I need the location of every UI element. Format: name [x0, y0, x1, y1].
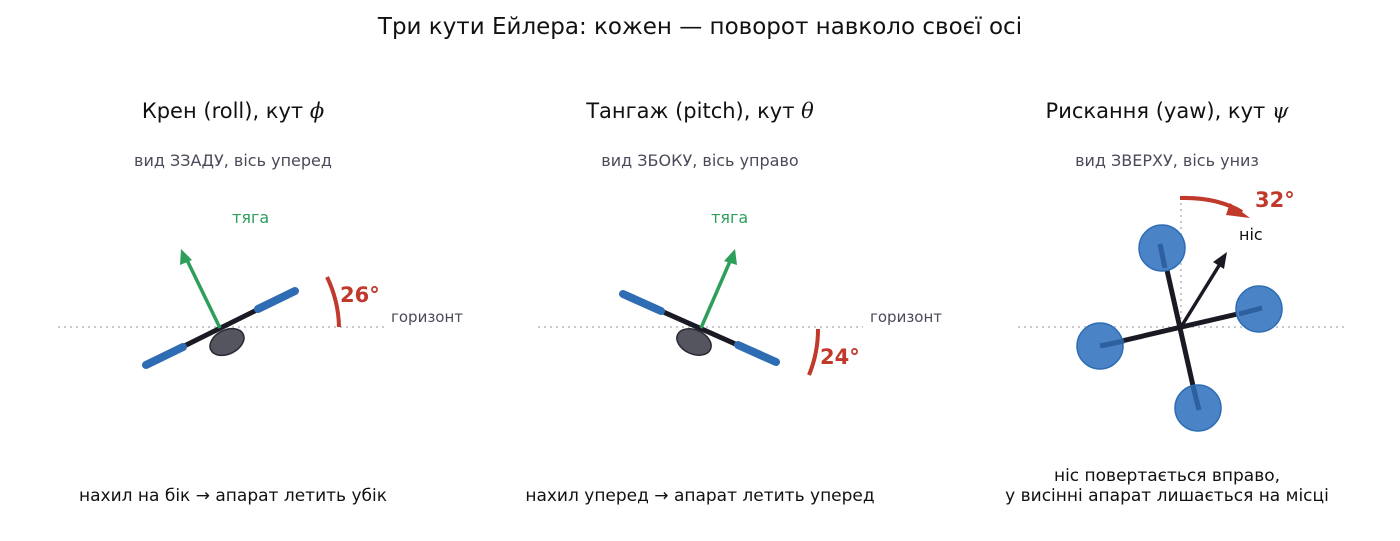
- roll-symbol: ϕ: [309, 99, 325, 123]
- roll-panel-title: Крен (roll), кут ϕ: [0, 99, 466, 123]
- yaw-panel: Рискання (yaw), кут ψ вид ЗВЕРХУ, вісь у…: [934, 0, 1400, 541]
- yaw-symbol: ψ: [1271, 99, 1289, 123]
- roll-caption: нахил на бік → апарат летить убік: [79, 486, 387, 506]
- yaw-scene: ніс 32°: [1018, 188, 1344, 432]
- roll-scene: горизонт тяга 26°: [58, 208, 463, 369]
- thrust-label: тяга: [232, 208, 269, 227]
- horizon-label: горизонт: [870, 308, 942, 326]
- drone-body: [209, 327, 245, 357]
- pitch-panel-subtitle: вид ЗБОКУ, вісь управо: [601, 151, 799, 170]
- yaw-title-text: Рискання (yaw), кут: [1045, 99, 1266, 123]
- thrust-label: тяга: [711, 208, 748, 227]
- yaw-caption-line-1: ніс повертається вправо,: [1053, 466, 1281, 486]
- pitch-angle-arc: [807, 328, 821, 376]
- pitch-symbol: θ: [801, 99, 814, 123]
- nose-arrowhead: [1213, 252, 1227, 269]
- roll-title-text: Крен (roll), кут: [141, 99, 304, 123]
- pitch-panel-title: Тангаж (pitch), кут θ: [467, 99, 933, 123]
- arm-stub: [1238, 305, 1263, 317]
- thrust-arrowhead: [180, 249, 192, 265]
- pitch-panel: Тангаж (pitch), кут θ вид ЗБОКУ, вісь уп…: [467, 0, 942, 541]
- drone-body: [676, 328, 712, 356]
- arm-stub: [1157, 243, 1168, 269]
- yaw-panel-title: Рискання (yaw), кут ψ: [934, 99, 1400, 123]
- figure-title: Три кути Ейлера: кожен — поворот навколо…: [377, 14, 1023, 40]
- yaw-caption: ніс повертається вправо, у висінні апара…: [934, 466, 1400, 506]
- nose-label: ніс: [1239, 225, 1263, 244]
- propeller-right: [254, 287, 299, 313]
- thrust-arrow: [699, 258, 733, 329]
- yaw-angle-label: 32°: [1255, 188, 1295, 212]
- pitch-caption: нахил уперед → апарат летить уперед: [525, 486, 875, 506]
- yaw-arc-arrowhead: [1226, 203, 1250, 218]
- horizon-label: горизонт: [391, 308, 463, 326]
- propeller-rear: [619, 290, 665, 315]
- pitch-scene: горизонт тяга 24°: [538, 208, 942, 376]
- roll-angle-arc: [325, 276, 341, 328]
- roll-angle-label: 26°: [340, 283, 380, 307]
- propeller-left: [142, 343, 187, 369]
- frame-arm: [1159, 245, 1201, 411]
- arm-stub: [1190, 385, 1202, 411]
- thrust-arrow: [184, 257, 222, 329]
- roll-panel-subtitle: вид ЗЗАДУ, вісь уперед: [134, 151, 332, 170]
- nose-arrow: [1179, 263, 1222, 328]
- pitch-title-text: Тангаж (pitch), кут: [586, 99, 795, 123]
- propeller-front: [734, 341, 780, 366]
- pitch-angle-label: 24°: [820, 345, 860, 369]
- thrust-arrowhead: [724, 249, 737, 265]
- arm-stub: [1099, 338, 1125, 349]
- yaw-caption-line-2: у висінні апарат лишається на місці: [1005, 486, 1329, 506]
- roll-panel: Крен (roll), кут ϕ вид ЗЗАДУ, вісь упере…: [0, 0, 466, 541]
- yaw-panel-subtitle: вид ЗВЕРХУ, вісь униз: [1075, 151, 1259, 170]
